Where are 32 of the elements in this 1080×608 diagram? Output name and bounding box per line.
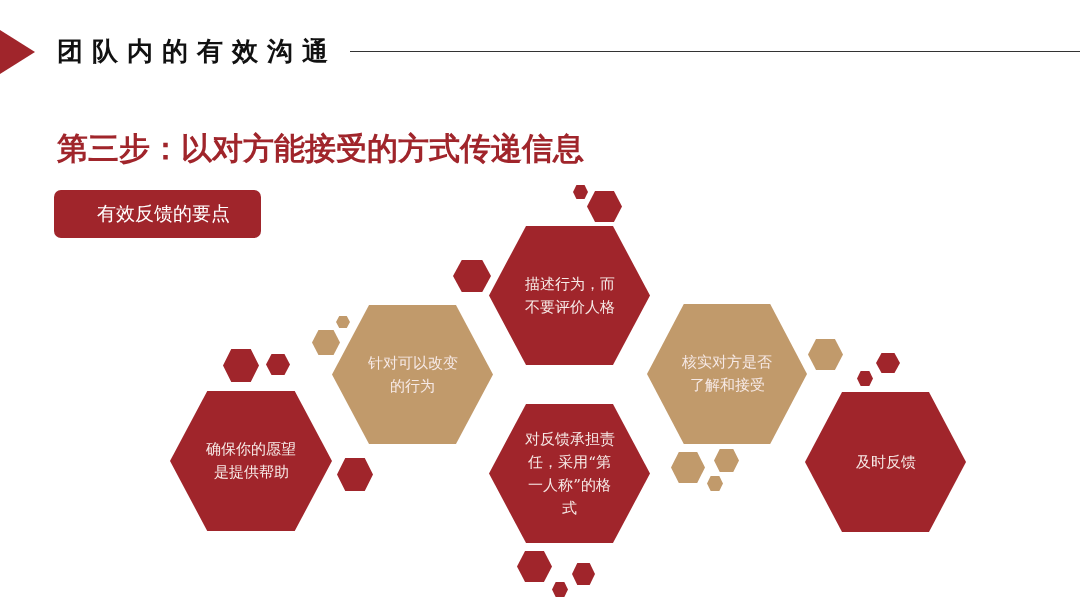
point-text: 针对可以改变的行为 — [366, 352, 459, 397]
hexagon-icon — [876, 353, 900, 373]
subtitle: 第三步：以对方能接受的方式传递信息 — [57, 129, 584, 168]
point-text: 描述行为，而不要评价人格 — [523, 273, 616, 318]
hexagon-icon — [517, 551, 552, 582]
heading-tag: 有效反馈的要点 — [54, 190, 261, 238]
hexagon — [170, 391, 332, 531]
hexagon-icon — [587, 191, 622, 222]
point-text: 核实对方是否了解和接受 — [681, 352, 773, 396]
hexagon-icon — [572, 563, 595, 585]
point-text: 对反馈承担责任，采用“第一人称”的格式 — [523, 428, 616, 519]
hexagon-icon — [337, 458, 373, 491]
hexagon — [805, 392, 966, 532]
hexagon — [647, 304, 807, 444]
hexagon — [332, 305, 493, 444]
hexagon-icon — [336, 316, 350, 328]
point-text: 确保你的愿望是提供帮助 — [205, 439, 297, 483]
hexagon-icon — [453, 260, 491, 292]
hexagon-icon — [266, 354, 290, 375]
hexagon-icon — [808, 339, 843, 370]
hexagon-icon — [671, 452, 705, 483]
hexagon-icon — [707, 476, 723, 491]
hexagon — [489, 404, 650, 543]
slide-title: 团队内的有效沟通 — [57, 35, 337, 68]
hexagon-icon — [857, 371, 873, 386]
point-text: 及时反馈 — [854, 451, 917, 473]
hexagon — [489, 226, 650, 365]
hexagon-icon — [714, 449, 739, 472]
hexagon-icon — [223, 349, 259, 382]
hexagon-icon — [312, 330, 340, 355]
hexagon-icon — [573, 185, 588, 199]
hexagon-icon — [552, 582, 568, 597]
